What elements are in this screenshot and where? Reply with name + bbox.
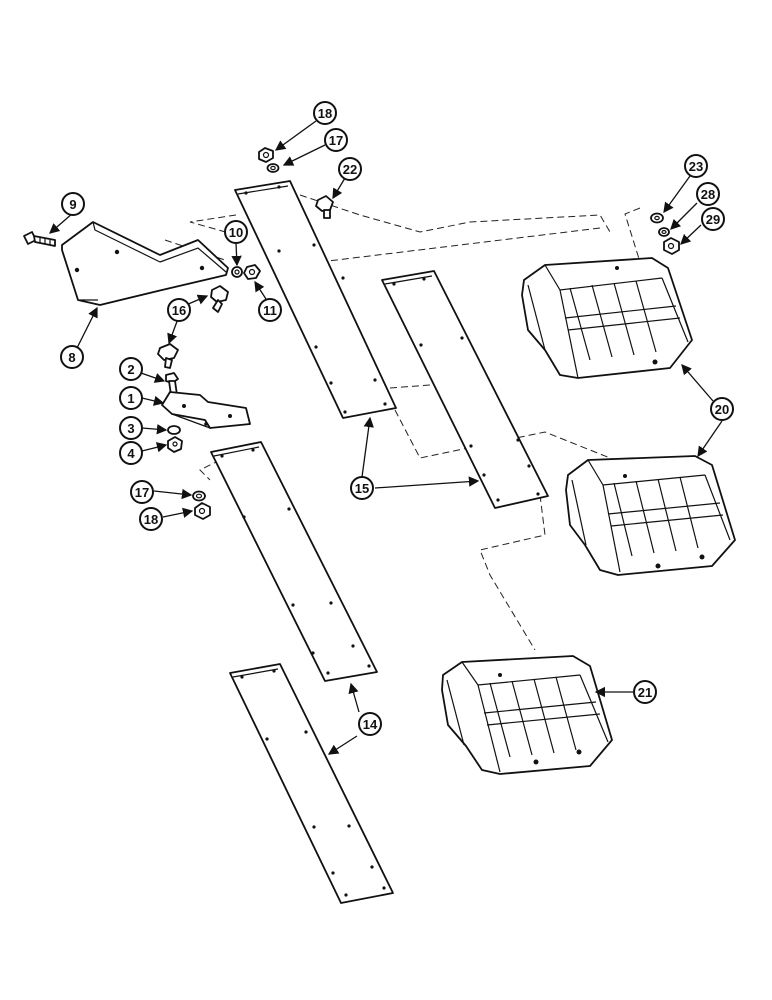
svg-text:9: 9 [69,197,76,212]
plate-1 [161,391,251,429]
washer-17-upper [266,163,280,173]
callout-23: 23 [684,154,708,178]
callout-18-top: 18 [313,101,337,125]
step-tread-21 [441,655,613,775]
nut-18-upper [258,147,274,163]
svg-text:4: 4 [127,446,135,461]
callout-4: 4 [119,441,143,465]
callout-9: 9 [61,192,85,216]
washer-3 [167,425,181,435]
callout-22: 22 [338,157,362,181]
callout-10: 10 [224,220,248,244]
strip-plate-15-right [381,270,549,509]
callout-17-top: 17 [324,128,348,152]
svg-text:1: 1 [127,391,134,406]
svg-text:8: 8 [68,350,75,365]
svg-text:15: 15 [355,481,369,496]
svg-text:17: 17 [135,485,149,500]
callout-21: 21 [633,680,657,704]
strip-plate-14-lower [229,663,394,904]
strip-plate-14-upper [210,441,378,682]
washer-10 [231,266,243,278]
svg-text:10: 10 [229,225,243,240]
callout-29: 29 [701,207,725,231]
callout-15: 15 [350,476,374,500]
callout-28: 28 [696,182,720,206]
washer-17-lower [192,490,206,502]
svg-text:28: 28 [701,187,715,202]
strip-plate-15-left [234,180,397,419]
nut-18-lower [194,502,211,520]
svg-text:11: 11 [263,303,277,318]
step-tread-20-lower [565,455,736,576]
svg-text:23: 23 [689,159,703,174]
svg-text:14: 14 [363,717,378,732]
washer-28 [658,227,670,237]
svg-text:2: 2 [127,362,134,377]
bolt-22 [315,195,334,219]
callout-11: 11 [258,298,282,322]
svg-text:21: 21 [638,685,652,700]
callout-16: 16 [167,298,191,322]
bracket-8 [61,221,229,306]
svg-text:18: 18 [144,512,158,527]
svg-text:18: 18 [318,106,332,121]
svg-text:22: 22 [343,162,357,177]
nut-29 [663,237,680,255]
callout-2: 2 [119,357,143,381]
svg-text:29: 29 [706,212,720,227]
nut-4 [167,436,183,453]
bolt-16 [210,285,229,313]
callout-1: 1 [119,386,143,410]
bolt-16-lower [157,343,179,369]
svg-text:3: 3 [127,421,134,436]
nut-11 [243,264,261,280]
bolt-9 [23,231,56,247]
svg-text:16: 16 [172,303,186,318]
step-tread-20-upper [521,257,693,379]
svg-text:17: 17 [329,133,343,148]
leader-lines [49,120,723,755]
callout-3: 3 [119,416,143,440]
callout-17-lower: 17 [130,480,154,504]
callout-8: 8 [60,345,84,369]
svg-text:20: 20 [715,402,729,417]
washer-23 [650,212,664,224]
callout-14: 14 [358,712,382,736]
callout-20: 20 [710,397,734,421]
callout-18-lower: 18 [139,507,163,531]
